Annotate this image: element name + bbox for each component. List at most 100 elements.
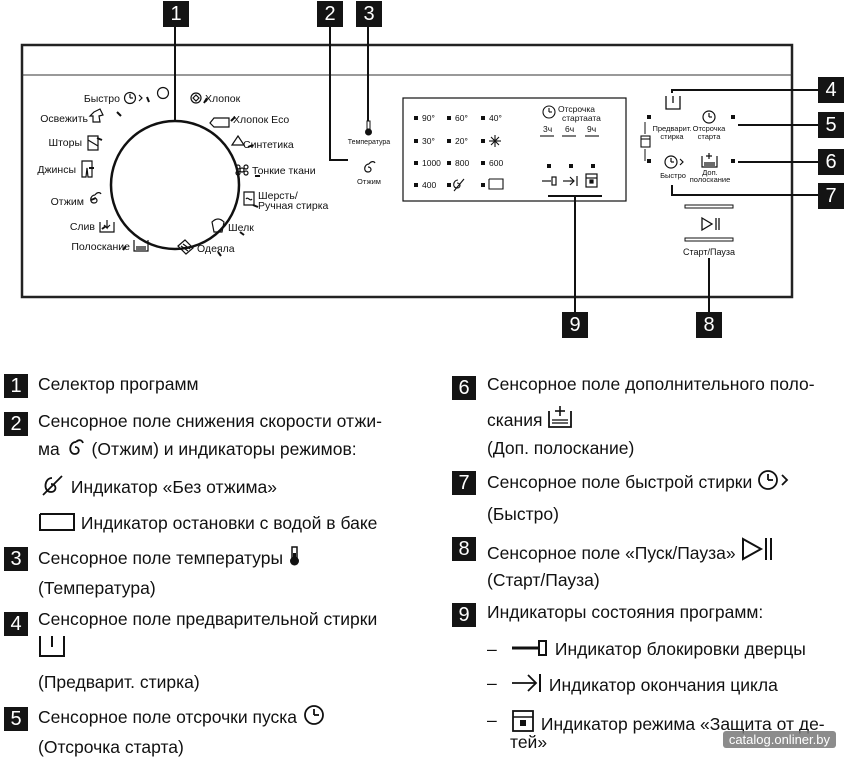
legend-num-4: 4 (4, 612, 28, 636)
end-cycle-icon (512, 674, 541, 692)
callout-7: 7 (818, 183, 844, 209)
legend-start-label: Сенсорное поле «Пуск/Пауза» (487, 543, 736, 563)
control-panel-diagram: Быстро Освежить Шторы Джинсы Отжим Слив … (20, 26, 818, 313)
temp-40: 40° (489, 113, 502, 123)
no-spin-icon (42, 475, 63, 496)
program-silk: Шелк (228, 222, 254, 234)
legend-text-9: Индикаторы состояния программ: (487, 602, 764, 622)
legend-text-9a: Индикатор блокировки дверцы (510, 638, 806, 660)
temp-90: 90° (422, 113, 435, 123)
legend-text-6b: скания (487, 405, 573, 431)
legend-text-5b: (Отсрочка старта) (38, 737, 184, 757)
temperature-label[interactable]: Температура (348, 139, 391, 146)
legend-text-5a: Сенсорное поле отсрочки пуска (38, 704, 328, 728)
legend-dash-a: – (487, 639, 497, 659)
program-delicates: Тонкие ткани (252, 165, 316, 177)
child-lock-icon (585, 173, 598, 188)
prewash-icon (39, 636, 65, 657)
watermark: catalog.onliner.by (722, 731, 836, 748)
program-refresh: Освежить (40, 113, 88, 125)
start-pause-label[interactable]: Старт/Пауза (683, 247, 735, 257)
legend-text-7b: (Быстро) (487, 504, 559, 524)
rinse-hold-icon (39, 513, 75, 531)
start-bar-bottom (684, 237, 734, 242)
delay-title-1: Отсрочка (558, 104, 595, 114)
legend-dash-b: – (487, 673, 497, 693)
temperature-icon (365, 120, 372, 136)
legend-temp-label: Сенсорное поле температуры (38, 548, 284, 568)
legend-text-2d: Индикатор остановки с водой в баке (38, 510, 377, 534)
refresh-icon (88, 108, 104, 123)
program-dial[interactable] (109, 119, 241, 251)
legend-text-1: Селектор программ (38, 374, 199, 394)
legend-text-2b: ма (Отжим) и индикаторы режимов: (38, 438, 357, 460)
program-wool: Шерсть/ (258, 190, 298, 202)
program-synthetics: Синтетика (243, 139, 294, 151)
program-handwash: Ручная стирка (258, 200, 329, 212)
rinse-hold-icon (488, 178, 504, 190)
callout-4: 4 (818, 77, 844, 103)
quick-button-label[interactable]: Быстро (660, 171, 686, 180)
callout-leaders (174, 26, 818, 313)
legend-num-5: 5 (4, 707, 28, 731)
prewash-label-1[interactable]: Предварит. (652, 124, 691, 133)
door-lock-icon (512, 640, 547, 656)
cotton-eco-icon (209, 117, 230, 128)
legend-num-3: 3 (4, 547, 28, 571)
legend-no-spin-label: Индикатор «Без отжима» (70, 477, 278, 497)
delay-title-2: стартаата (562, 113, 601, 123)
spin-button-label[interactable]: Отжим (357, 177, 381, 186)
extra-rinse-icon (701, 153, 718, 168)
extra-rinse-icon (548, 406, 573, 428)
temperature-icon (289, 546, 299, 566)
temp-60: 60° (455, 113, 468, 123)
legend-door-lock-label: Индикатор блокировки дверцы (554, 639, 806, 659)
legend-quick-label: Сенсорное поле быстрой стирки (487, 472, 753, 492)
delay-6h: 6ч (565, 124, 574, 134)
rinse-button-label-2[interactable]: полоскание (690, 175, 731, 184)
legend-rinse-label: скания (487, 410, 543, 430)
program-cotton-eco: Хлопок Eco (233, 114, 289, 126)
legend-text-2c: Индикатор «Без отжима» (38, 474, 277, 498)
delay-button-icon (702, 110, 716, 124)
cold-icon (489, 135, 501, 147)
delay-3h: 3ч (543, 124, 552, 134)
legend-text-7a: Сенсорное поле быстрой стирки (487, 469, 793, 493)
spin-800: 800 (455, 158, 469, 168)
start-pause-icon (701, 216, 720, 232)
spin-600: 600 (489, 158, 503, 168)
temp-20: 20° (455, 136, 468, 146)
child-lock-side-icon (640, 135, 651, 148)
program-drain: Слив (70, 221, 96, 233)
dial-indicator (156, 86, 170, 100)
rinse-button-label-1[interactable]: Доп. (702, 168, 717, 177)
legend-rinse-hold-label: Индикатор остановки с водой в баке (80, 513, 378, 533)
program-curtains: Шторы (48, 137, 82, 149)
delay-clock-icon (304, 705, 324, 725)
legend-num-9: 9 (452, 603, 476, 627)
program-spin: Отжим (51, 196, 84, 208)
legend-text-4a: Сенсорное поле предварительной стирки (38, 609, 378, 629)
spin-400: 400 (422, 180, 436, 190)
legend-text-9c2: тей» (510, 732, 548, 752)
temp-30: 30° (422, 136, 435, 146)
legend-child-lock-label: Индикатор режима «Защита от де- (540, 714, 825, 734)
delay-button-label-1[interactable]: Отсрочка (693, 124, 726, 133)
legend-text-9b: Индикатор окончания цикла (510, 672, 778, 696)
legend-text-6a: Сенсорное поле дополнительного поло- (487, 374, 815, 394)
quick-icon (123, 91, 143, 105)
legend-dash-c: – (487, 710, 497, 730)
legend-text-4c: (Предварит. стирка) (38, 672, 200, 692)
start-pause-icon (742, 537, 773, 561)
cotton-icon (190, 92, 202, 104)
program-duvet: Одеяла (197, 243, 235, 255)
prewash-icon (665, 96, 681, 110)
display-window (402, 97, 627, 202)
delay-button-label-2[interactable]: старта (698, 132, 722, 141)
legend-text-2a: Сенсорное поле снижения скорости отжи- (38, 411, 382, 431)
callout-5: 5 (818, 112, 844, 138)
wool-icon (243, 191, 255, 206)
prewash-label-2[interactable]: стирка (660, 132, 684, 141)
quick-icon (758, 470, 789, 490)
legend-text-3b: (Температура) (38, 578, 156, 598)
